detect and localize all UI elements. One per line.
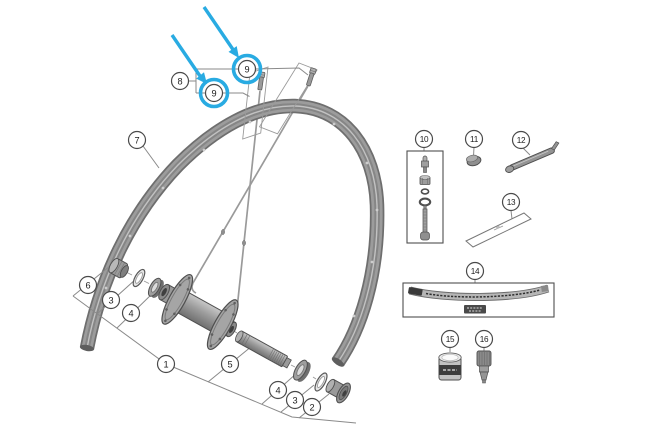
svg-text:8: 8 [177, 76, 182, 86]
valve-nut [419, 175, 431, 185]
svg-text:2: 2 [309, 402, 314, 412]
valve-stem [420, 205, 430, 241]
svg-text:1: 1 [163, 359, 168, 369]
blue-highlight-ring [198, 77, 230, 109]
callout-5: 5 [220, 354, 240, 374]
valve-core [421, 155, 429, 173]
svg-text:5: 5 [227, 359, 232, 369]
svg-text:6: 6 [85, 280, 90, 290]
callout-11: 11 [464, 129, 484, 149]
hub-flange [161, 274, 194, 325]
axle [235, 330, 292, 369]
callout-3: 3 [285, 390, 305, 410]
callout-4: 4 [121, 303, 141, 323]
svg-text:4: 4 [275, 385, 280, 395]
callout-16: 16 [474, 329, 494, 349]
valve-plug [465, 147, 482, 167]
callout-9: 9 [237, 59, 257, 79]
wheel-rim [79, 106, 378, 369]
decal-label [464, 305, 486, 314]
callout-10: 10 [414, 129, 434, 149]
arrow-icon [170, 34, 207, 84]
hub-flange [206, 299, 239, 350]
callout-13: 13 [501, 192, 521, 212]
callout-2: 2 [302, 397, 322, 417]
spoke-nipple [257, 71, 266, 91]
rim-decal [408, 284, 550, 301]
svg-text:10: 10 [420, 135, 429, 144]
svg-text:11: 11 [470, 135, 479, 144]
callout-4: 4 [268, 380, 288, 400]
svg-text:12: 12 [517, 136, 526, 145]
svg-text:3: 3 [292, 395, 297, 405]
end-cap [325, 378, 351, 404]
spoke-group-bracket [258, 62, 318, 135]
svg-text:14: 14 [471, 267, 480, 276]
valve-kit-box [406, 147, 444, 244]
end-cap [108, 257, 129, 279]
seal-washer [132, 268, 146, 288]
arrow-icon [202, 6, 239, 58]
callout-6: 6 [78, 275, 98, 295]
callout-8: 8 [170, 71, 190, 91]
seal-washer [314, 372, 328, 392]
svg-text:15: 15 [446, 335, 455, 344]
svg-text:9: 9 [244, 64, 249, 74]
svg-text:9: 9 [211, 88, 216, 98]
bearing [293, 359, 311, 382]
svg-text:3: 3 [108, 295, 113, 305]
callout-14: 14 [465, 261, 485, 281]
svg-text:13: 13 [507, 198, 516, 207]
svg-text:4: 4 [128, 308, 133, 318]
decal-box [402, 279, 555, 318]
svg-text:7: 7 [134, 135, 139, 145]
tire-lever [505, 141, 560, 173]
svg-text:16: 16 [480, 335, 489, 344]
rim-strip [465, 210, 532, 248]
spoke-nipple [306, 67, 317, 87]
callout-9: 9 [204, 83, 224, 103]
bearing [147, 277, 164, 298]
o-ring [420, 188, 430, 195]
valve-adapter [476, 347, 492, 384]
grease-container [438, 347, 462, 381]
callout-1: 1 [156, 354, 176, 374]
rim-spoke-holes [104, 120, 379, 318]
callout-7: 7 [127, 130, 160, 169]
callout-3: 3 [101, 290, 121, 310]
spoke [191, 85, 309, 294]
hub-body [158, 274, 239, 350]
callout-12: 12 [511, 130, 531, 150]
callout-15: 15 [440, 329, 460, 349]
blue-highlight-ring [231, 53, 263, 85]
